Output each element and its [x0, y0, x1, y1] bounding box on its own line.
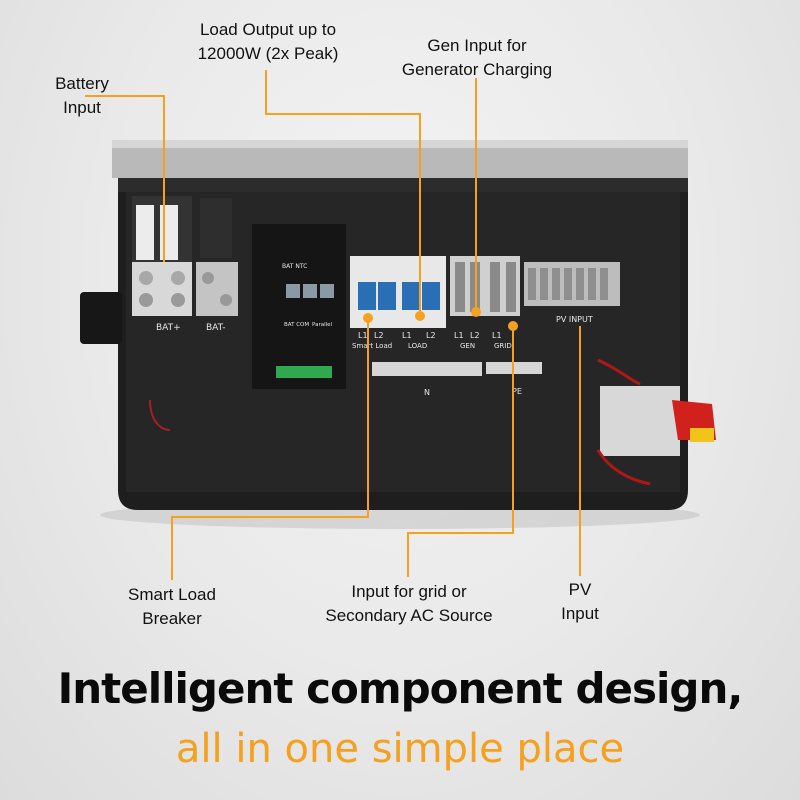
smart-load-breaker-callout: Smart Load Breaker — [104, 583, 240, 631]
n-label: N — [424, 388, 430, 397]
battery-callout-line1: Battery — [55, 74, 109, 93]
bat-plus-label: BAT+ — [156, 323, 181, 333]
smart-l1-label: L1 — [358, 331, 368, 340]
load-l1-label: L1 — [402, 331, 412, 340]
bat-minus-label: BAT- — [206, 323, 226, 333]
headline: Intelligent component design, — [57, 664, 744, 713]
bat-ntc-label: BAT NTC — [282, 263, 307, 270]
grid-callout-line1: Input for grid or — [351, 582, 467, 601]
battery-input-callout: Battery Input — [30, 72, 134, 120]
load-label: LOAD — [408, 342, 427, 350]
pv-callout-line1: PV — [568, 580, 592, 599]
gen-l2-label: L2 — [470, 331, 480, 340]
grid-l1-label: L1 — [492, 331, 502, 340]
smart-callout-line2: Breaker — [142, 609, 202, 628]
battery-negative-terminal — [196, 262, 238, 316]
communication-board — [252, 224, 346, 389]
smart-l2-label: L2 — [374, 331, 384, 340]
battery-callout-line2: Input — [63, 98, 101, 117]
pv-disconnect — [600, 386, 680, 456]
pe-label: PE — [512, 387, 522, 396]
grid-callout-line2: Secondary AC Source — [325, 606, 493, 625]
smart-load-label: Smart Load — [352, 342, 392, 350]
bat-com-label: BAT COM — [284, 322, 309, 328]
load-callout-line2: 12000W (2x Peak) — [197, 44, 339, 63]
grid-input-callout: Input for grid or Secondary AC Source — [302, 580, 516, 628]
side-handle — [80, 292, 122, 344]
grid-label: GRID — [494, 342, 512, 350]
smart-callout-line1: Smart Load — [128, 585, 216, 604]
leader-lines — [85, 70, 581, 580]
pv-input-label: PV INPUT — [556, 315, 593, 324]
pv-callout-line2: Input — [561, 604, 599, 623]
gen-l1-label: L1 — [454, 331, 464, 340]
load-l2-label: L2 — [426, 331, 436, 340]
load-breaker — [402, 282, 420, 310]
gen-callout-line2: Generator Charging — [401, 60, 553, 79]
neutral-bus — [372, 362, 482, 376]
parallel-label: Parallel — [312, 322, 333, 328]
gen-input-callout: Gen Input for Generator Charging — [382, 34, 572, 82]
gen-callout-line1: Gen Input for — [427, 36, 527, 55]
load-output-callout: Load Output up to 12000W (2x Peak) — [168, 18, 368, 66]
load-callout-line1: Load Output up to — [199, 20, 337, 39]
smart-load-breaker — [358, 282, 376, 310]
gen-label: GEN — [460, 342, 475, 350]
subheadline: all in one simple place — [175, 726, 625, 772]
battery-positive-terminal — [132, 262, 192, 316]
pv-input-callout: PV Input — [540, 578, 620, 626]
